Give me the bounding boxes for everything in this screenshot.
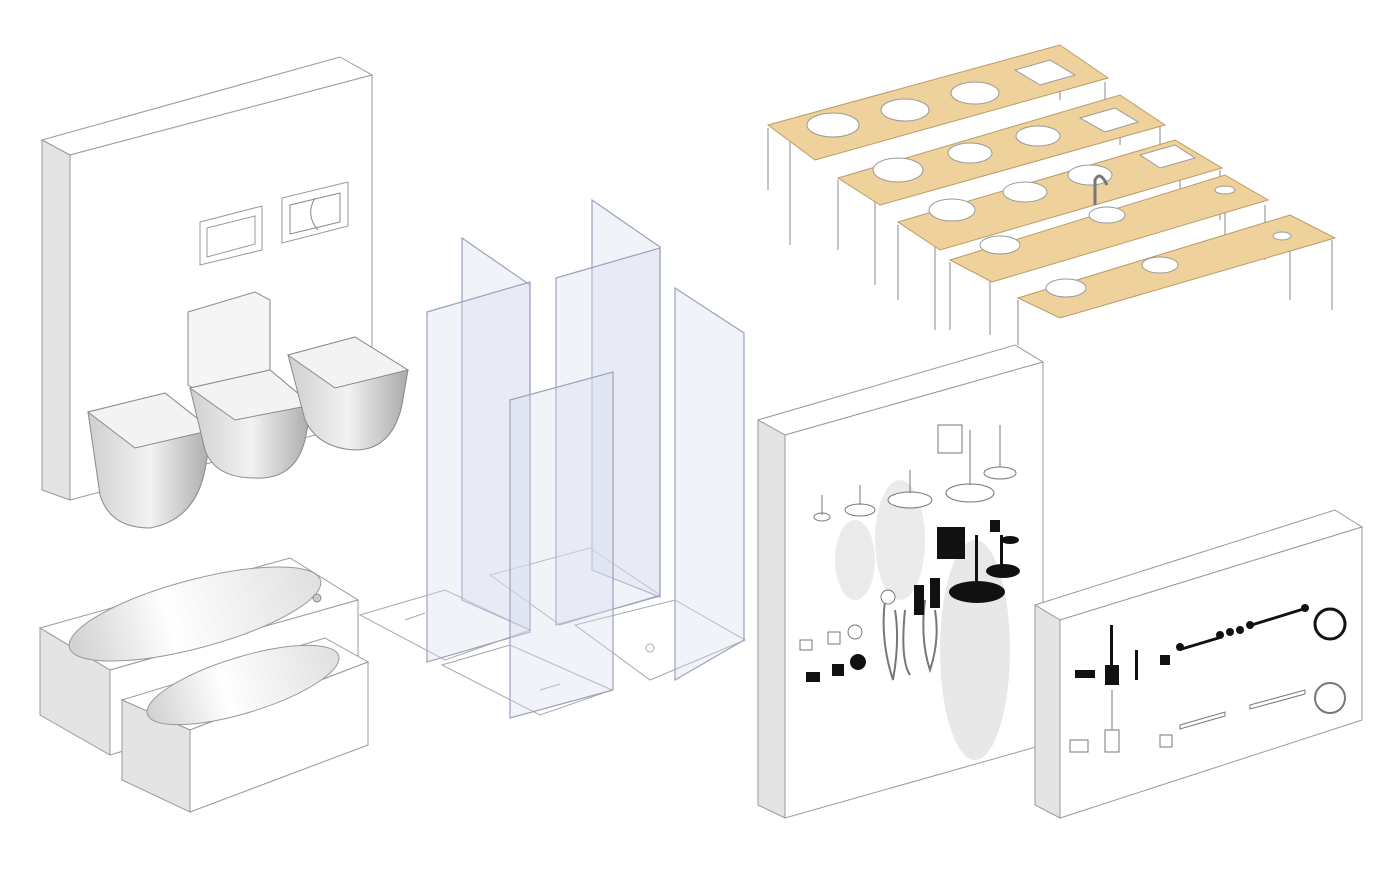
- vanity-1: [766, 44, 1110, 245]
- vanity-5: [1016, 214, 1337, 345]
- hand-showers: [880, 578, 940, 681]
- accessories-display-board: [1033, 509, 1364, 819]
- toilet-wall-hung-left: [86, 392, 214, 529]
- glass-panel: [555, 247, 661, 626]
- shower-heads-chrome: [813, 424, 1017, 522]
- glass-panel: [426, 281, 531, 663]
- mixer-taps: [799, 624, 866, 682]
- glass-panel: [591, 198, 661, 598]
- bathtub-front: [120, 637, 370, 813]
- accessories-chrome: [1069, 689, 1306, 753]
- flush-plate-curved: [281, 181, 349, 244]
- toilet-wall-hung-right: [286, 336, 410, 451]
- flush-plate-rectangular: [199, 205, 263, 266]
- tapware-display-board: [756, 344, 1045, 819]
- toilet-close-coupled: [187, 291, 314, 479]
- towel-ring-chrome: [1314, 682, 1346, 714]
- towel-ring-black: [1313, 607, 1347, 641]
- shower-enclosures: [358, 198, 747, 719]
- glass-panel: [674, 286, 745, 682]
- vanity-3: [896, 139, 1224, 330]
- vanity-4: [948, 174, 1270, 335]
- accessories-black: [1075, 604, 1309, 685]
- glass-panel: [509, 371, 614, 719]
- vanity-countertops: [766, 44, 1337, 345]
- shower-heads-black: [937, 520, 1020, 603]
- vanity-2: [836, 94, 1167, 285]
